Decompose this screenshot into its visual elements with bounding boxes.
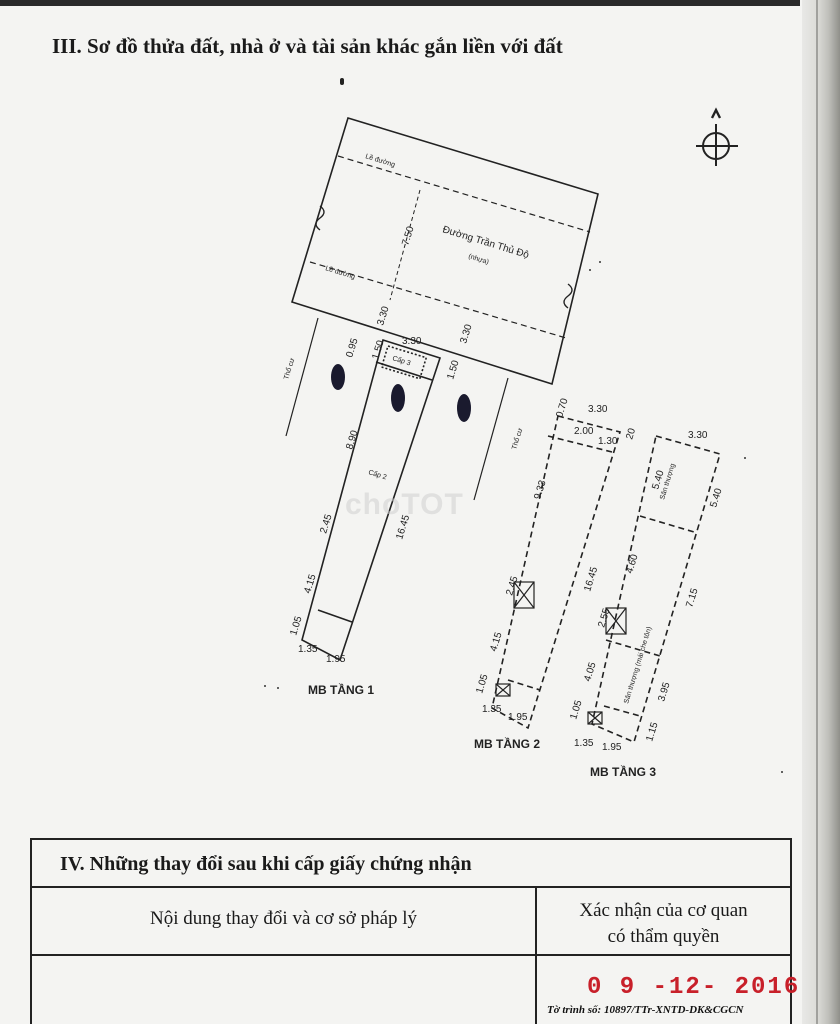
road-block (291, 117, 599, 386)
stamp-ref: Tờ trình số: 10897/TTr-XNTD-DK&CGCN (547, 1004, 744, 1016)
f1-dim-k: 1.95 (326, 654, 346, 665)
north-arrow-icon (696, 107, 738, 166)
road-width: 7.50 (400, 225, 416, 247)
f3-dim-e: 2.55 (596, 607, 612, 629)
f1-dim-g: 2.45 (318, 513, 334, 535)
f1-dim-e: 3.30 (458, 323, 474, 345)
changes-table: IV. Những thay đổi sau khi cấp giấy chứn… (30, 838, 798, 1024)
floor1-plan (301, 338, 442, 662)
f1-dim-f: 8.90 (344, 429, 360, 451)
redaction-mark (331, 364, 345, 390)
f3-dim-c: 5.40 (708, 487, 724, 509)
f1-dim-i: 1.05 (288, 615, 304, 637)
watermark: choTOT (345, 488, 464, 521)
sidewalk-label-top: Lề đường (364, 151, 396, 169)
road-surface: (nhựa) (467, 253, 489, 266)
f2-stair (495, 581, 535, 697)
section-iii-title: III. Sơ đồ thửa đất, nhà ở và tài sản kh… (52, 34, 563, 58)
redaction-mark (391, 384, 405, 412)
f1-dim-c: 0.95 (344, 337, 360, 359)
f2-dim-e: 20 (624, 427, 638, 441)
f3-dim-l: 1.15 (644, 721, 660, 743)
road-name: Đường Trần Thủ Độ (441, 223, 531, 261)
change-content-cell (32, 956, 537, 1024)
floor2-plan (491, 415, 622, 730)
f3-dim-k: 3.95 (656, 681, 672, 703)
floor3-plan (591, 435, 721, 744)
page-edge (802, 0, 840, 1024)
scan-noise (264, 261, 783, 773)
col-confirm-line1: Xác nhận của cơ quan (579, 900, 748, 921)
f3-dim-i: 1.95 (602, 742, 622, 753)
f2-dim-h: 4.15 (488, 631, 504, 653)
f3-dim-a: 3.30 (688, 430, 708, 441)
f1-dim-h: 4.15 (302, 573, 318, 595)
ink-dot (340, 78, 344, 85)
f1-dim-a: 3.30 (375, 305, 391, 327)
f3-dim-h: 1.35 (574, 738, 594, 749)
f2-dim-k: 1.95 (508, 712, 528, 723)
redaction-mark (457, 394, 471, 422)
section-iv-title: IV. Những thay đổi sau khi cấp giấy chứn… (32, 840, 790, 888)
floor2-label: MB TẦNG 2 (474, 736, 540, 751)
confirm-cell: 0 9 -12- 2016 Tờ trình số: 10897/TTr-XNT… (537, 956, 798, 1024)
stamp-date: 0 9 -12- 2016 (587, 974, 801, 1001)
col-confirm-line2: có thẩm quyền (607, 926, 720, 947)
f1-dim-top: 3.30 (402, 336, 422, 347)
floor1-label: MB TẦNG 1 (308, 682, 374, 697)
sidewalk-label-bottom: Lề đường (324, 263, 356, 281)
f2-dim-i: 1.05 (474, 673, 490, 695)
table-row: 0 9 -12- 2016 Tờ trình số: 10897/TTr-XNT… (32, 956, 798, 1024)
neighbor-label-left: Thổ cư (282, 357, 296, 381)
f3-stair (587, 607, 627, 725)
land-plot-diagram: Lề đường Lề đường Đường Trần Thủ Độ (nhự… (264, 107, 783, 779)
f2-dim-d: 1.30 (598, 436, 618, 447)
f1-level-small: Cấp 3 (391, 353, 412, 367)
f3-dim-d: 4.60 (624, 553, 640, 575)
f1-dim-j: 1.35 (298, 644, 318, 655)
f2-dim-l: 16.45 (582, 565, 600, 593)
col-confirm-header: Xác nhận của cơ quan có thẩm quyền (537, 888, 790, 954)
f1-dim-b: 1.50 (370, 339, 386, 361)
top-border (0, 0, 800, 6)
f2-dim-c: 2.00 (574, 426, 594, 437)
f2-dim-a: 0.70 (554, 397, 570, 419)
f1-level: Cấp 2 (367, 467, 388, 481)
f2-dim-j: 1.35 (482, 704, 502, 715)
floor3-label: MB TẦNG 3 (590, 764, 656, 779)
f2-dim-f: 9.33 (532, 479, 548, 501)
col-content-header: Nội dung thay đổi và cơ sở pháp lý (32, 888, 537, 954)
table-header-row: Nội dung thay đổi và cơ sở pháp lý Xác n… (32, 888, 790, 956)
f3-dim-g: 1.05 (568, 699, 584, 721)
f3-dim-j: 7.15 (684, 587, 700, 609)
f2-dim-b: 3.30 (588, 404, 608, 415)
f1-dim-d: 1.50 (445, 359, 461, 381)
neighbor-label-right: Thổ cư (510, 427, 524, 451)
f3-dim-f: 4.05 (582, 661, 598, 683)
